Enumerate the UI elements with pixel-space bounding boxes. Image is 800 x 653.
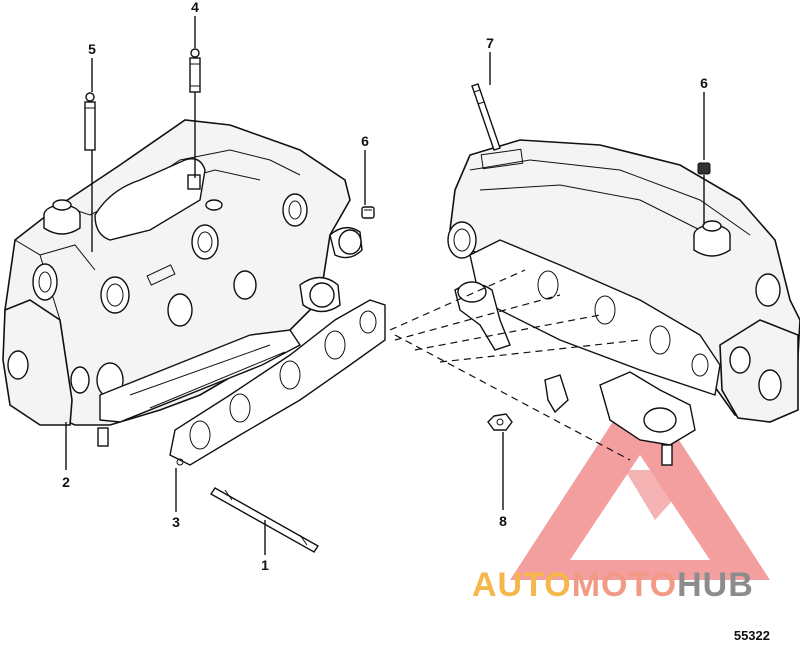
stud-short-4 xyxy=(189,48,201,93)
nut-6-right xyxy=(697,162,711,175)
watermark-logo xyxy=(510,380,770,580)
callout-4: 4 xyxy=(191,0,199,15)
nut-8 xyxy=(487,413,513,431)
watermark-part-2: MOTO xyxy=(572,566,677,604)
watermark-text: AUTOMOTOHUB xyxy=(472,566,754,604)
left-gasket xyxy=(169,299,386,466)
watermark-triangle xyxy=(510,380,770,580)
callout-6-left: 6 xyxy=(361,133,369,149)
nut-6-left xyxy=(361,206,375,219)
callout-labels: 1 2 3 4 5 6 6 7 8 xyxy=(62,0,708,573)
right-manifold-assembly xyxy=(447,139,800,466)
figure-number: 55322 xyxy=(734,628,770,643)
callout-8: 8 xyxy=(499,513,507,529)
stud-short-5 xyxy=(84,92,96,151)
leader-lines xyxy=(65,16,705,555)
callout-2: 2 xyxy=(62,474,70,490)
callout-6-right: 6 xyxy=(700,75,708,91)
callout-3: 3 xyxy=(172,514,180,530)
callout-1: 1 xyxy=(261,557,269,573)
callout-5: 5 xyxy=(88,41,96,57)
left-manifold-assembly xyxy=(2,119,363,447)
watermark-part-1: AUTO xyxy=(472,566,572,604)
watermark-part-3: HUB xyxy=(677,566,754,604)
stud-7 xyxy=(471,83,501,151)
alignment-lines xyxy=(389,269,641,461)
callout-7: 7 xyxy=(486,35,494,51)
